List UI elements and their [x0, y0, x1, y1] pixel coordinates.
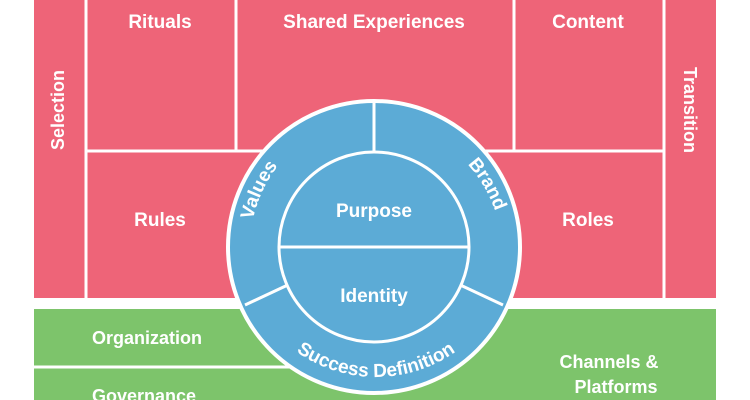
content-label: Content — [552, 12, 624, 33]
rituals-label: Rituals — [128, 12, 191, 33]
channels-label-line1: Channels & — [559, 352, 658, 372]
shared-experiences-label: Shared Experiences — [283, 12, 465, 33]
roles-label: Roles — [562, 210, 614, 231]
purpose-label: Purpose — [336, 201, 412, 222]
selection-label: Selection — [48, 70, 68, 150]
organization-label: Organization — [92, 328, 202, 348]
governance-label: Governance — [92, 386, 196, 400]
identity-label: Identity — [340, 286, 408, 307]
channels-label-line2: Platforms — [574, 377, 657, 397]
rules-label: Rules — [134, 210, 186, 231]
ring-dividers — [244, 101, 504, 307]
transition-label: Transition — [680, 67, 700, 153]
